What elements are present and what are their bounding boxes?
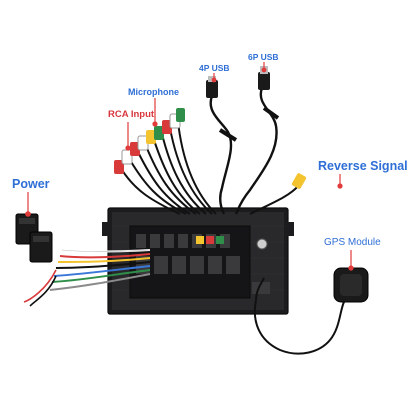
- usb-4p-label: 4P USB: [199, 63, 230, 73]
- reverse-signal-cable: [249, 173, 307, 215]
- pointers: [25, 62, 354, 271]
- gps-module-label: GPS Module: [324, 237, 381, 248]
- rca-cable-bundle: [114, 108, 217, 215]
- head-unit: [102, 207, 294, 315]
- reverse-signal-label: Reverse Signal: [318, 159, 408, 173]
- rca-plugs: [114, 108, 185, 174]
- power-harness: [15, 213, 151, 307]
- power-label: Power: [12, 177, 50, 191]
- usb-6p-cable: [234, 66, 280, 215]
- gps-module: [253, 267, 369, 355]
- microphone-label: Microphone: [128, 87, 179, 97]
- usb-4p-cable: [206, 76, 238, 215]
- usb-6p-label: 6P USB: [248, 52, 279, 62]
- rca-input-label: RCA Input: [108, 109, 155, 120]
